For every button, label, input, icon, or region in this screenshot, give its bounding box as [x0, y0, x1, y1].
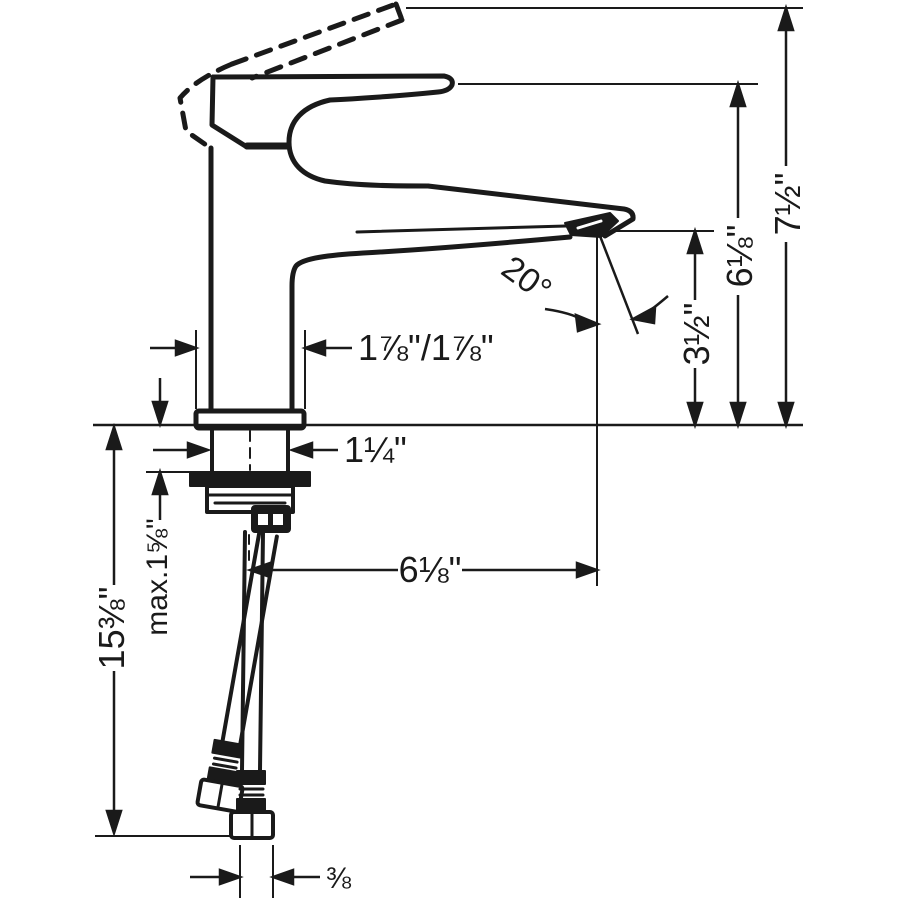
spout-top-edge — [425, 183, 636, 239]
dim-overall-height-raised — [777, 3, 795, 430]
hose-end-left — [229, 770, 275, 840]
dim-max-deck-thickness — [151, 378, 169, 520]
handle-raised-dashed — [177, 1, 405, 150]
dim-spout-outlet-height — [686, 226, 704, 430]
locknut — [189, 471, 311, 487]
label-body-width: 1⅞"/1⅞" — [358, 327, 494, 368]
label-max-deck-thickness: max.1⅝" — [141, 518, 174, 635]
label-spout-reach: 6⅛" — [399, 549, 462, 590]
label-overall-height-raised: 7½" — [767, 173, 808, 236]
dim-supply-connection — [190, 868, 320, 886]
label-spout-outlet-height: 3½" — [676, 303, 717, 366]
dimension-lines — [93, 3, 803, 898]
dim-spout-reach — [246, 561, 601, 579]
spout-underside — [289, 234, 573, 414]
dim-handle-angle — [544, 235, 669, 335]
hose-connector-slot-left — [258, 514, 268, 525]
handle-lever — [210, 73, 455, 189]
dim-body-width — [150, 339, 352, 357]
spout-inner-edge — [355, 224, 568, 234]
valve-housing-ribs — [205, 493, 295, 505]
hose-connector-block — [251, 505, 291, 533]
dim-overall-height — [729, 79, 747, 430]
dim-shank-diameter — [153, 441, 338, 459]
handle-pivot — [209, 74, 291, 150]
faucet-outline — [177, 1, 636, 840]
base-plate — [193, 408, 307, 431]
shank — [210, 426, 290, 474]
angle-reference-line — [598, 235, 640, 335]
label-shank-diameter: 1¼" — [344, 429, 407, 470]
aerator-slot — [576, 219, 603, 230]
label-handle-angle: 20° — [494, 249, 558, 310]
label-supply-connection: ⅜ — [326, 862, 352, 895]
label-overall-height: 6⅛" — [719, 225, 760, 288]
valve-housing — [205, 484, 295, 514]
label-hose-length: 15⅜" — [91, 587, 132, 670]
dim-hose-length — [105, 422, 123, 838]
hose-connector-slot-right — [273, 514, 283, 525]
dimension-labels: 1⅞"/1⅞" 1¼" 6⅛" 7½" 6⅛" 3½" 15⅜" max.1⅝"… — [91, 173, 808, 895]
